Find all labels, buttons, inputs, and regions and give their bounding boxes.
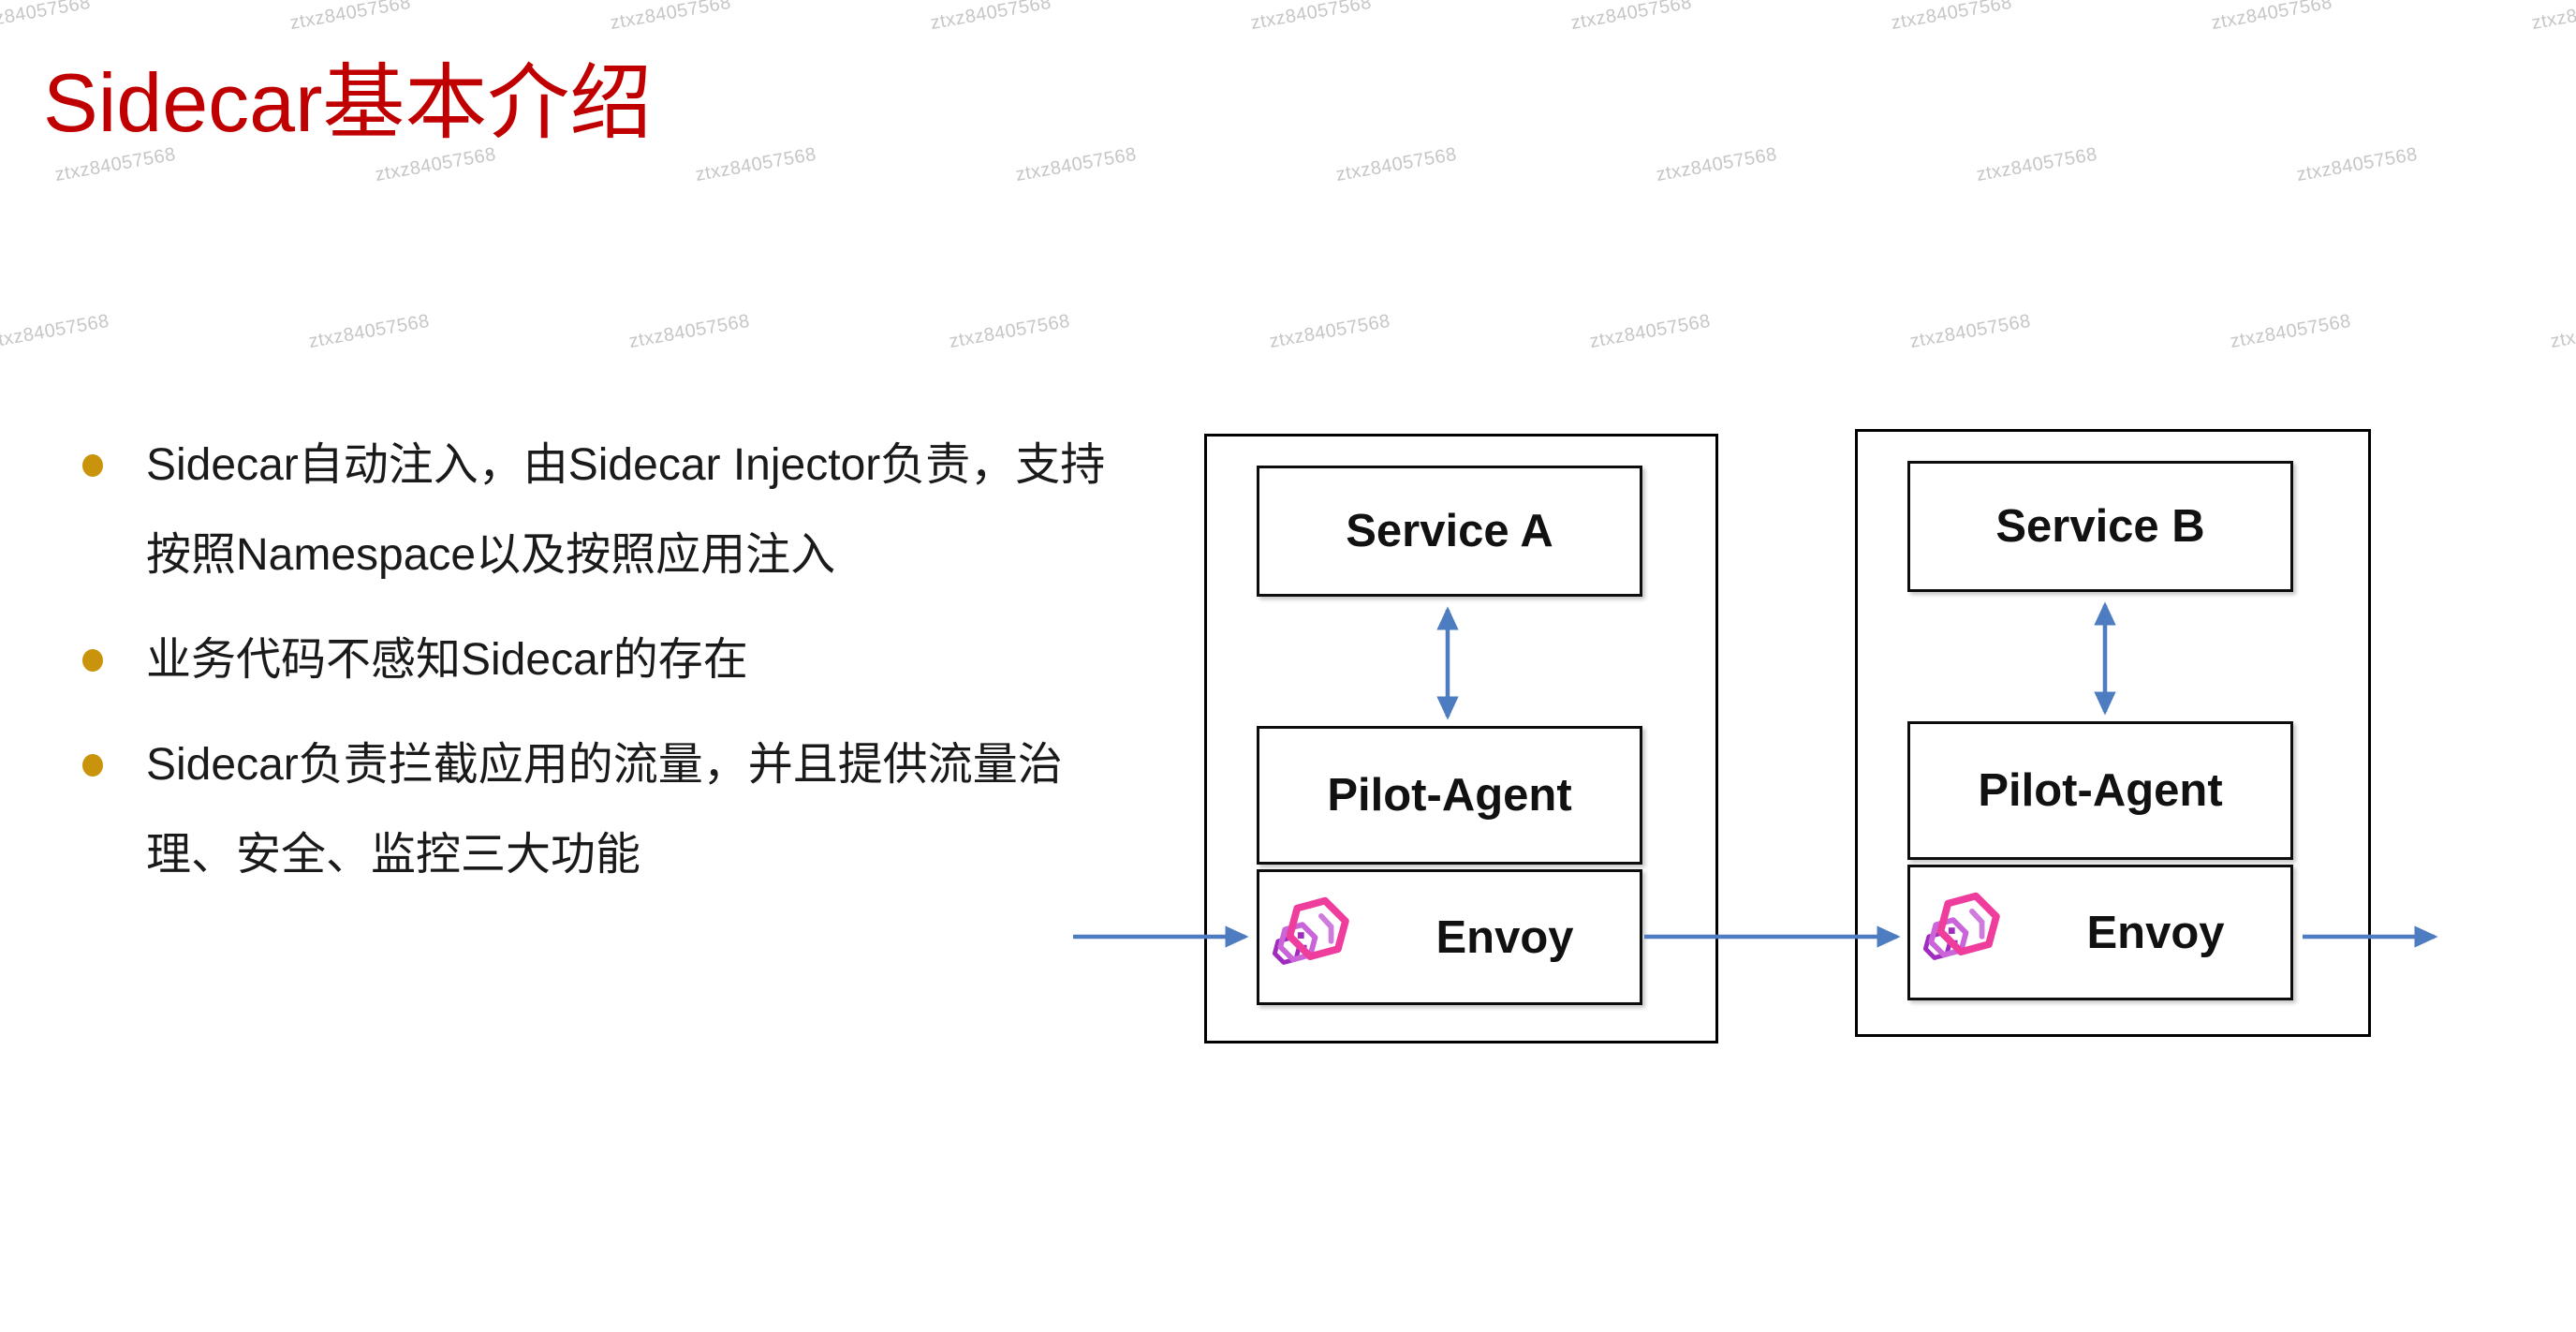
envoy-logo-edge	[1969, 908, 1985, 940]
watermark-text: ztxz84057568	[1334, 143, 1459, 186]
watermark-text: ztxz84057568	[609, 0, 733, 35]
watermark-text: ztxz84057568	[2549, 310, 2576, 353]
service-a-box: Service A	[1257, 466, 1642, 597]
pod-b: Service B Pilot-Agent Envoy	[1855, 429, 2371, 1037]
watermark-text: ztxz84057568	[1014, 143, 1139, 186]
envoy-logo-dot	[1297, 931, 1304, 939]
watermark-text: ztxz84057568	[694, 143, 818, 186]
bullet-text: Sidecar负责拦截应用的流量，并且提供流量治理、安全、监控三大功能	[146, 740, 1063, 880]
watermark-text: ztxz84057568	[0, 0, 93, 35]
envoy-logo-edge	[1318, 912, 1334, 944]
watermark-text: ztxz84057568	[2295, 143, 2420, 186]
bullet-text: Sidecar自动注入，由Sidecar Injector负责，支持按照Name…	[146, 440, 1106, 580]
envoy-hexagon-front	[1936, 892, 2000, 955]
bullet-item: Sidecar负责拦截应用的流量，并且提供流量治理、安全、监控三大功能	[82, 720, 1126, 900]
bullet-item: 业务代码不感知Sidecar的存在	[82, 615, 1126, 705]
slide-title: Sidecar基本介绍	[43, 56, 653, 149]
watermark-text: ztxz84057568	[948, 310, 1072, 353]
envoy-label: Envoy	[2086, 907, 2225, 958]
envoy-logo-icon	[1272, 896, 1349, 965]
envoy-label: Envoy	[1435, 911, 1574, 963]
watermark-text: ztxz84057568	[2229, 310, 2353, 353]
pilot-agent-box-a: Pilot-Agent	[1257, 726, 1642, 865]
watermark-text: ztxz84057568	[1569, 0, 1694, 35]
watermark-text: ztxz84057568	[1249, 0, 1374, 35]
watermark-text: ztxz84057568	[1975, 143, 2099, 186]
pilot-agent-label: Pilot-Agent	[1327, 770, 1572, 821]
watermark-text: ztxz84057568	[929, 0, 1053, 35]
bullet-dot-icon	[82, 754, 103, 777]
envoy-hexagon-front	[1286, 896, 1349, 960]
service-a-label: Service A	[1346, 506, 1553, 556]
bullet-item: Sidecar自动注入，由Sidecar Injector负责，支持按照Name…	[82, 421, 1126, 600]
watermark-text: ztxz84057568	[288, 0, 413, 35]
watermark-text: ztxz84057568	[0, 310, 111, 353]
service-b-label: Service B	[1995, 501, 2205, 552]
bullet-dot-icon	[82, 454, 103, 477]
watermark-text: ztxz84057568	[374, 143, 498, 186]
bullet-dot-icon	[82, 649, 103, 672]
watermark-text: ztxz84057568	[307, 310, 432, 353]
watermark-text: ztxz84057568	[1908, 310, 2033, 353]
watermark-text: ztxz84057568	[2210, 0, 2334, 35]
watermark-text: ztxz84057568	[1588, 310, 1713, 353]
watermark-text: ztxz84057568	[1655, 143, 1779, 186]
watermark-text: ztxz84057568	[627, 310, 752, 353]
bullet-list: Sidecar自动注入，由Sidecar Injector负责，支持按照Name…	[82, 421, 1126, 915]
bullet-text: 业务代码不感知Sidecar的存在	[146, 635, 748, 685]
envoy-logo-dot	[1948, 926, 1955, 934]
envoy-box-a: Envoy	[1257, 869, 1642, 1005]
watermark-text: ztxz84057568	[53, 143, 178, 186]
watermark-text: ztxz84057568	[2530, 0, 2576, 35]
pod-a: Service A Pilot-Agent Envoy	[1204, 434, 1718, 1043]
pilot-agent-label: Pilot-Agent	[1978, 765, 2223, 816]
envoy-logo-icon	[1922, 892, 2000, 960]
pilot-agent-box-b: Pilot-Agent	[1907, 721, 2293, 860]
watermark-text: ztxz84057568	[1268, 310, 1392, 353]
watermark-text: ztxz84057568	[1890, 0, 2014, 35]
envoy-box-b: Envoy	[1907, 865, 2293, 1000]
service-b-box: Service B	[1907, 461, 2293, 592]
